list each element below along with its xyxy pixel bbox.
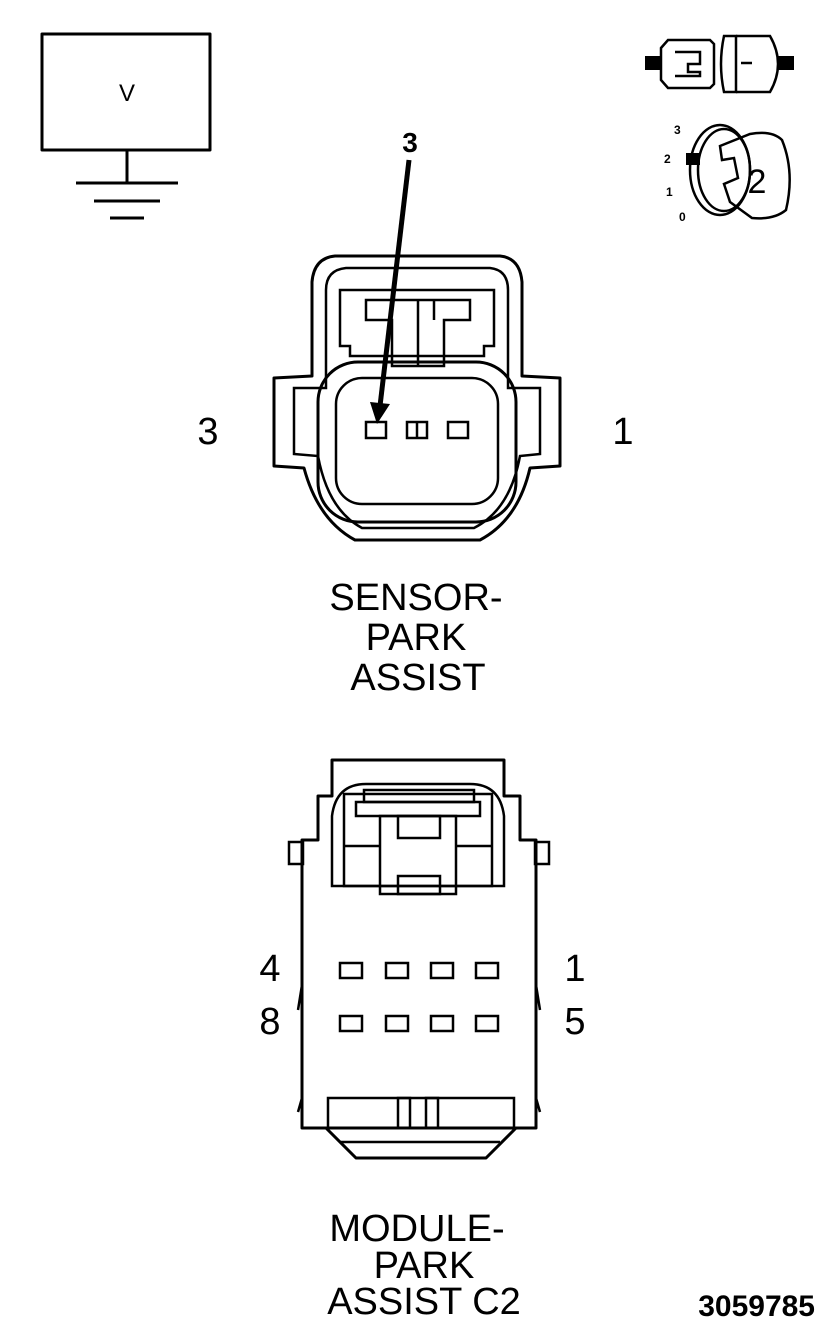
module-terminal-6 bbox=[429, 1014, 455, 1033]
sensor-connector-title-line1: SENSOR- bbox=[329, 577, 502, 619]
module-connector-title-line1: MODULE- bbox=[329, 1208, 504, 1250]
disconnected-connector-icon bbox=[645, 34, 794, 94]
module-terminal-3 bbox=[384, 961, 410, 980]
module-connector-title-line3: ASSIST C2 bbox=[327, 1281, 521, 1323]
module-terminal-5 bbox=[474, 1014, 500, 1033]
ground-icon bbox=[76, 150, 178, 220]
module-row2-left-label: 8 bbox=[259, 1001, 280, 1043]
key-position-2: 2 bbox=[664, 152, 671, 166]
module-terminal-2 bbox=[429, 961, 455, 980]
sensor-right-pin-label: 1 bbox=[612, 411, 633, 453]
figure-number: 3059785 bbox=[698, 1290, 815, 1323]
voltmeter-symbol: V bbox=[40, 32, 212, 220]
key-selected-position: 2 bbox=[748, 163, 767, 201]
module-row1-right-label: 1 bbox=[564, 948, 585, 990]
sensor-pointer-label: 3 bbox=[402, 127, 418, 158]
module-terminal-1 bbox=[474, 961, 500, 980]
sensor-connector: 3 3 1 bbox=[197, 127, 634, 542]
ignition-key-icon: 3 2 1 0 2 bbox=[664, 123, 791, 224]
sensor-terminal-1 bbox=[446, 420, 470, 440]
key-position-1: 1 bbox=[666, 185, 673, 199]
sensor-connector-title-line2: PARK bbox=[366, 617, 467, 659]
module-connector-title-line2: PARK bbox=[374, 1245, 475, 1287]
key-position-3: 3 bbox=[674, 123, 681, 137]
voltmeter-label: V bbox=[119, 80, 135, 107]
module-terminal-4 bbox=[338, 961, 364, 980]
sensor-terminal-3 bbox=[364, 420, 388, 440]
pointer-arrow-icon bbox=[370, 159, 412, 424]
sensor-left-pin-label: 3 bbox=[197, 411, 218, 453]
module-terminal-8 bbox=[338, 1014, 364, 1033]
sensor-connector-title-line3: ASSIST bbox=[350, 657, 485, 699]
key-position-0: 0 bbox=[679, 210, 686, 224]
module-row1-left-label: 4 bbox=[259, 948, 280, 990]
module-row2-right-label: 5 bbox=[564, 1001, 585, 1043]
module-terminal-7 bbox=[384, 1014, 410, 1033]
module-connector: 4 1 8 5 bbox=[259, 758, 586, 1160]
